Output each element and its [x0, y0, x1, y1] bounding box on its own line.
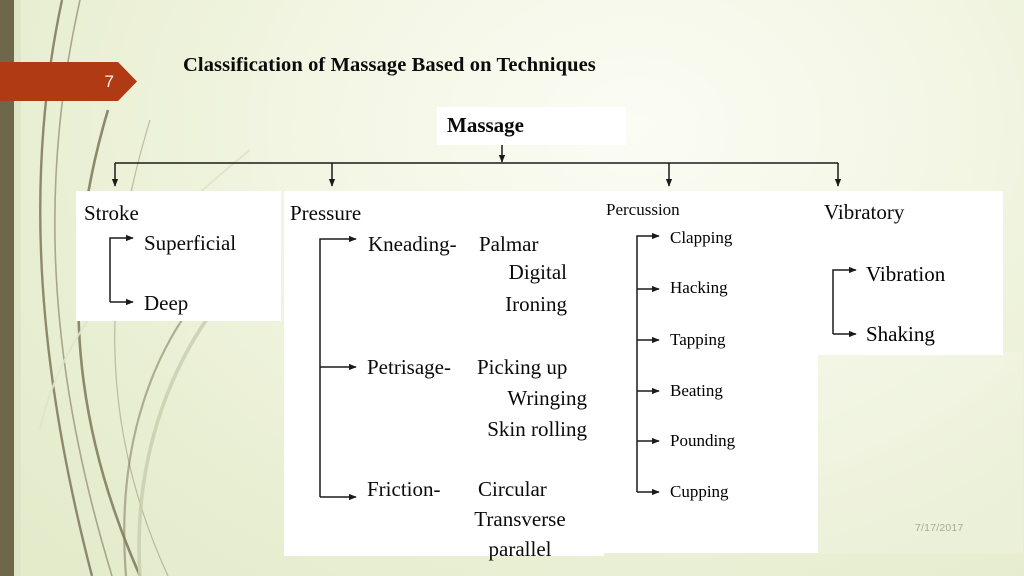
- leaf-cupping: Cupping: [670, 482, 729, 501]
- leaf-palmar: Palmar: [479, 232, 539, 256]
- leaf-skin-rolling: Skin rolling: [487, 417, 587, 441]
- leaf-superficial: Superficial: [144, 231, 237, 255]
- group-label-friction: Friction-: [367, 477, 441, 501]
- leaf-parallel: parallel: [488, 537, 552, 561]
- leaf-wringing: Wringing: [507, 386, 587, 410]
- leaf-ironing: Ironing: [505, 292, 567, 316]
- leaf-clapping: Clapping: [670, 228, 733, 247]
- node-pressure: Pressure: [290, 201, 362, 225]
- slide-number: 7: [104, 71, 114, 91]
- group-label-petrisage: Petrisage-: [367, 355, 451, 379]
- node-vibratory: Vibratory: [824, 200, 905, 224]
- panel-tint-lower-right: [818, 352, 1023, 554]
- leaf-pounding: Pounding: [670, 431, 736, 450]
- leaf-tapping: Tapping: [670, 330, 726, 349]
- leaf-picking-up: Picking up: [477, 355, 568, 379]
- leaf-digital: Digital: [508, 260, 567, 284]
- leaf-hacking: Hacking: [670, 278, 728, 297]
- node-percussion: Percussion: [606, 200, 680, 219]
- left-edge-highlight: [14, 0, 21, 576]
- leaf-circular: Circular: [478, 477, 547, 501]
- leaf-deep: Deep: [144, 291, 189, 315]
- leaf-transverse: Transverse: [474, 507, 566, 531]
- page-title: Classification of Massage Based on Techn…: [183, 54, 596, 76]
- leaf-vibration: Vibration: [866, 262, 946, 286]
- slide-number-badge: 7: [0, 62, 138, 101]
- node-massage: Massage: [447, 113, 524, 137]
- panel-massage: [437, 107, 626, 145]
- left-edge-bar: [0, 0, 14, 576]
- group-label-kneading: Kneading-: [368, 232, 457, 256]
- panel-percussion-vibratory: [604, 191, 1003, 355]
- slide-date: 7/17/2017: [915, 522, 964, 534]
- leaf-shaking: Shaking: [866, 322, 935, 346]
- leaf-beating: Beating: [670, 381, 723, 400]
- node-stroke: Stroke: [84, 201, 139, 225]
